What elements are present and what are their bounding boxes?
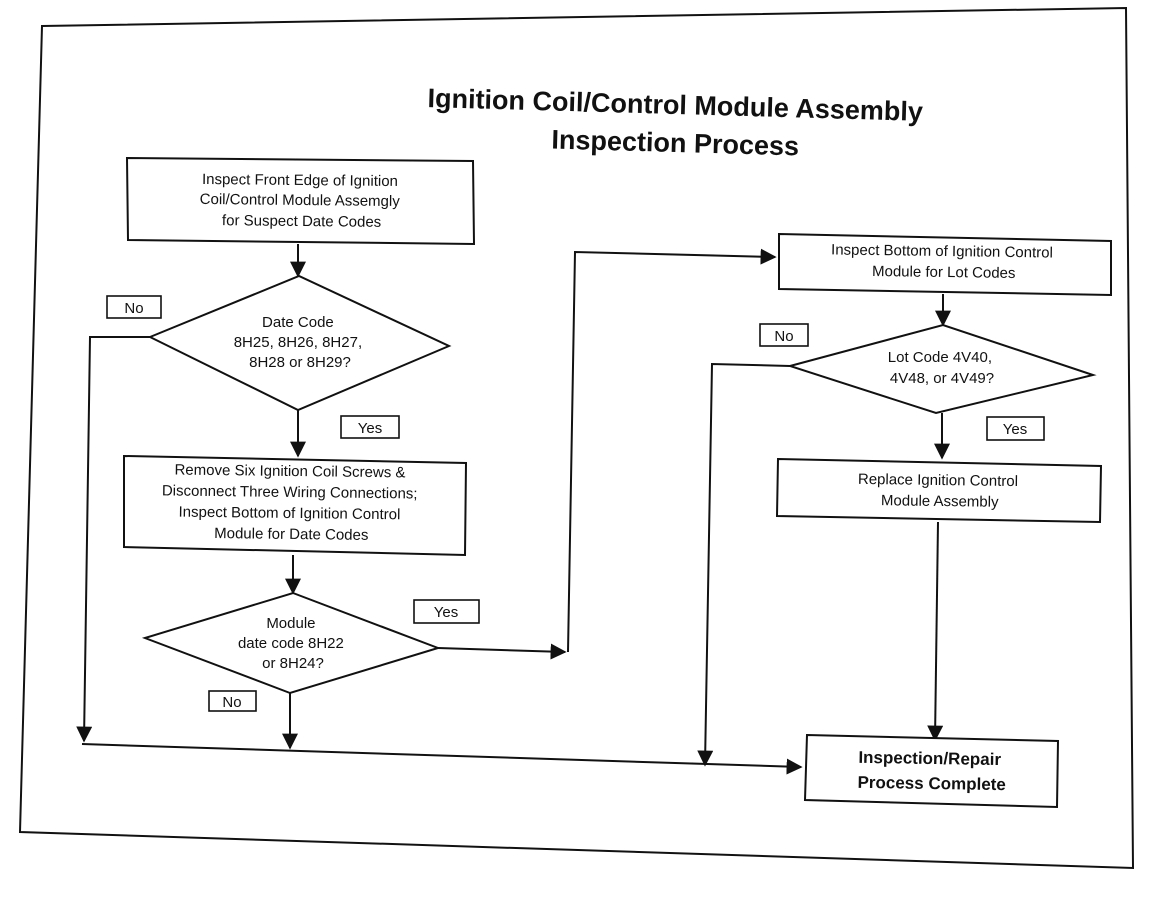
arrow-bottom-line-to-complete [81,743,803,775]
arrow-date-no-down [76,336,150,743]
decision-lot-code: Lot Code 4V40, 4V48, or 4V49? [786,323,1097,415]
label-yes-module-date: Yes [413,599,480,624]
label-no-lot-code: No [759,323,809,347]
arrow-module-yes-right [437,643,567,660]
node-inspect-front-edge: Inspect Front Edge of Ignition Coil/Cont… [125,156,476,246]
svg-text:No: No [222,694,241,711]
node-replace-module-text: Replace Ignition Control Module Assembly [858,471,1023,511]
label-yes-lot-code: Yes [986,416,1045,441]
node-inspect-bottom-text: Inspect Bottom of Ignition Control Modul… [831,241,1057,282]
node-inspect-bottom: Inspect Bottom of Ignition Control Modul… [778,232,1112,297]
node-process-complete-text: Inspection/Repair Process Complete [857,748,1006,794]
svg-text:No: No [124,300,143,317]
decision-module-date-code-text: Module date code 8H22 or 8H24? [238,615,348,672]
node-process-complete: Inspection/Repair Process Complete [803,733,1060,809]
decision-date-code: Date Code 8H25, 8H26, 8H27, 8H28 or 8H29… [147,274,452,412]
label-yes-date-code: Yes [340,415,400,439]
diagram-title-line-1: Ignition Coil/Control Module Assembly [427,83,923,127]
decision-lot-code-text: Lot Code 4V40, 4V48, or 4V49? [888,349,996,387]
decision-module-date-code: Module date code 8H22 or 8H24? [141,591,442,695]
diagram-title-line-2: Inspection Process [551,125,799,162]
label-no-module-date: No [208,690,257,712]
svg-text:Yes: Yes [434,604,458,621]
node-remove-screws-text: Remove Six Ignition Coil Screws & Discon… [161,461,422,544]
node-replace-module: Replace Ignition Control Module Assembly [775,457,1103,524]
svg-text:Yes: Yes [358,420,382,437]
node-inspect-front-edge-text: Inspect Front Edge of Ignition Coil/Cont… [199,171,404,231]
arrow-module-yes-up [567,248,777,653]
page-frame [18,6,1135,870]
connectors [76,244,951,775]
node-remove-screws: Remove Six Ignition Coil Screws & Discon… [123,454,468,557]
arrow-replace-to-complete [927,521,944,742]
decision-date-code-text: Date Code 8H25, 8H26, 8H27, 8H28 or 8H29… [234,314,367,371]
arrow-lot-no-down [697,362,791,767]
svg-text:No: No [774,328,793,345]
svg-text:Yes: Yes [1003,421,1027,438]
label-no-date-code: No [106,295,162,319]
